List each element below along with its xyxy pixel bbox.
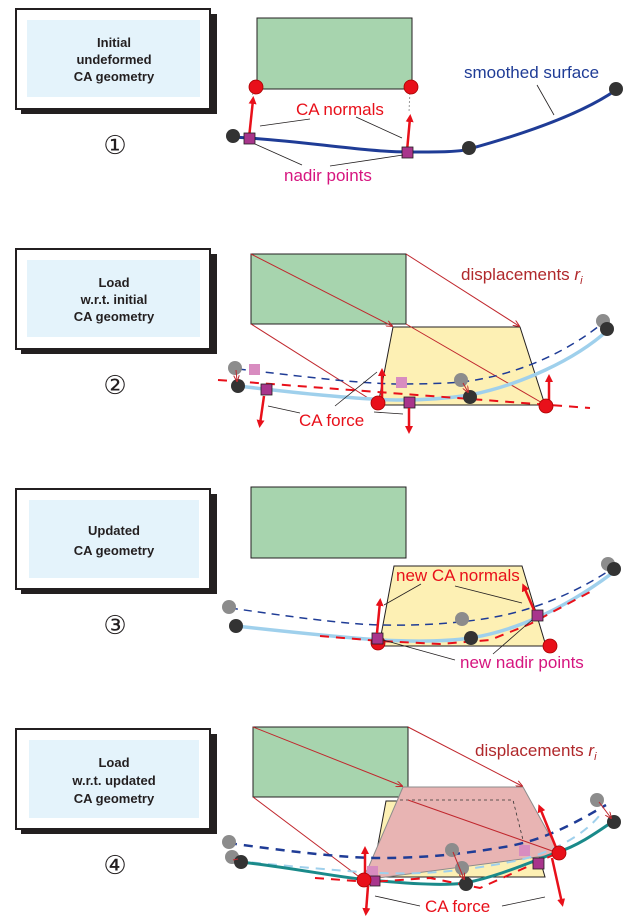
old-nadir-point	[519, 845, 530, 856]
loaded-surface-curve	[237, 328, 610, 402]
original-block	[250, 253, 407, 325]
surface-node	[607, 815, 621, 829]
step-4-box-line-3: CA geometry	[74, 791, 155, 806]
displacements-label: displacements ri	[461, 265, 583, 287]
step-4-box-line-2: w.r.t. updated	[71, 773, 155, 788]
step-1: Initial undeformed CA geometry ① CA norm…	[15, 8, 623, 185]
ca-point	[542, 638, 558, 654]
new-nadir-point	[371, 632, 384, 645]
ca-force-arrow	[362, 885, 371, 916]
ca-normals-label: CA normals	[296, 100, 384, 119]
surface-node	[231, 379, 245, 393]
smoothed-surface-curve	[231, 88, 617, 154]
step-1-box-line-2: undeformed	[76, 52, 151, 67]
step-2-box-line-2: w.r.t. initial	[80, 292, 148, 307]
nadir-point	[243, 132, 256, 145]
old-nadir-point	[367, 866, 378, 877]
nadir-point	[403, 396, 416, 409]
ca-point	[248, 79, 264, 95]
new-ca-normal-arrow	[521, 583, 536, 611]
ca-force-label: CA force	[299, 411, 364, 430]
step-4: Load w.r.t. updated CA geometry ④	[15, 726, 621, 916]
displaced-block	[377, 326, 546, 406]
new-nadir-point	[531, 609, 544, 622]
ca-normal-arrow	[405, 114, 414, 152]
surface-node	[464, 631, 478, 645]
ca-force-arrow	[256, 395, 266, 428]
surface-node	[234, 855, 248, 869]
surface-node	[607, 562, 621, 576]
contact-body-block	[256, 17, 413, 90]
step-3-box-line-1: Updated	[88, 523, 140, 538]
original-block	[250, 486, 407, 559]
smoothed-surface-label: smoothed surface	[464, 63, 599, 82]
ca-normal-arrow	[247, 96, 257, 139]
ca-point	[356, 872, 372, 888]
step-3-box-line-2: CA geometry	[74, 543, 155, 558]
step-2-box: Load w.r.t. initial CA geometry	[15, 248, 217, 354]
ca-point	[538, 398, 554, 414]
step-2-box-line-1: Load	[98, 275, 129, 290]
step-1-number: ①	[103, 131, 126, 161]
displacements-label: displacements ri	[475, 741, 597, 763]
step-2: Load w.r.t. initial CA geometry ②	[15, 248, 614, 434]
new-ca-normals-label: new CA normals	[396, 566, 520, 585]
step-4-box-line-1: Load	[98, 755, 129, 770]
new-nadir-points-label: new nadir points	[460, 653, 584, 672]
old-nadir-point	[396, 377, 407, 388]
previous-surface-dashed	[227, 803, 607, 860]
surface-node	[229, 619, 243, 633]
step-3-box: Updated CA geometry	[15, 488, 217, 594]
ca-point	[370, 395, 386, 411]
surface-node	[459, 877, 473, 891]
ca-point	[403, 79, 419, 95]
ca-line-dashed	[217, 379, 591, 409]
ca-force-label: CA force	[425, 897, 490, 916]
nadir-point	[401, 146, 414, 159]
surface-node	[600, 322, 614, 336]
surface-node	[462, 141, 476, 155]
nadir-point	[260, 383, 273, 396]
step-1-box-line-3: CA geometry	[74, 69, 155, 84]
step-2-box-line-3: CA geometry	[74, 309, 155, 324]
step-4-box: Load w.r.t. updated CA geometry	[15, 728, 217, 834]
new-ca-normal-arrow	[375, 598, 384, 634]
surface-node	[463, 390, 477, 404]
nadir-point	[369, 875, 381, 887]
previous-surface-dashed	[229, 569, 611, 626]
intermediate-surface-dashed	[235, 811, 603, 875]
ca-force-arrow	[537, 804, 559, 851]
step-3: Updated CA geometry ③ new CA normals new…	[15, 486, 621, 672]
nadir-point	[532, 857, 545, 870]
step-2-number: ②	[103, 371, 126, 401]
original-block	[252, 726, 409, 798]
nadir-points-label: nadir points	[284, 166, 372, 185]
step-1-box: Initial undeformed CA geometry	[15, 8, 217, 114]
surface-node	[609, 82, 623, 96]
initial-surface-dashed	[237, 321, 605, 385]
surface-node	[226, 129, 240, 143]
old-nadir-point	[249, 364, 260, 375]
step-3-number: ③	[103, 611, 126, 641]
ca-point	[551, 845, 567, 861]
step-1-box-line-1: Initial	[97, 35, 131, 50]
step-4-number: ④	[103, 851, 126, 881]
ca-force-arrow	[550, 857, 566, 907]
